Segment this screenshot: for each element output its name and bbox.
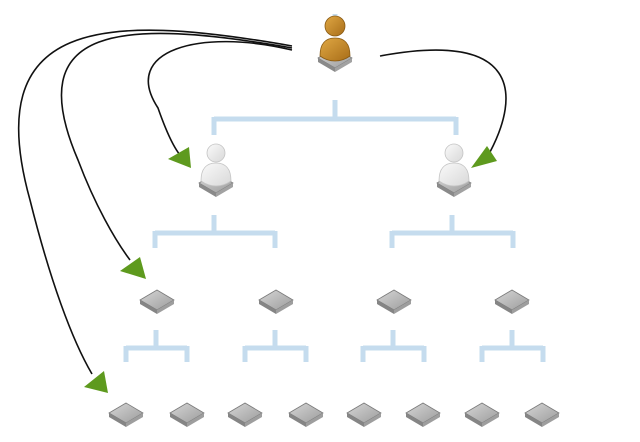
person-on-device-icon xyxy=(317,15,353,72)
device-icon xyxy=(405,402,441,427)
device-icon xyxy=(346,402,382,427)
connector-leaf-group-2 xyxy=(242,330,309,362)
device-icon xyxy=(227,402,263,427)
arrow-to-level1-right xyxy=(379,49,507,153)
arrowhead-level1-left xyxy=(168,147,191,168)
device-icon xyxy=(464,402,500,427)
connector-right-children xyxy=(389,215,516,248)
device-icon xyxy=(494,289,530,314)
tree-connectors xyxy=(123,14,546,362)
arrow-to-level2 xyxy=(60,32,293,261)
connector-leaf-group-3 xyxy=(360,330,427,362)
arrow-to-level3 xyxy=(18,29,293,375)
device-icon xyxy=(108,402,144,427)
device-icon xyxy=(139,289,175,314)
device-icon xyxy=(524,402,560,427)
arrowhead-level2 xyxy=(120,257,146,279)
level1-node-left xyxy=(198,143,234,197)
level1-node-right xyxy=(436,143,472,197)
arrows xyxy=(18,29,507,375)
person-on-device-icon xyxy=(198,143,234,197)
connector-leaf-group-1 xyxy=(123,330,190,362)
arrowhead-level3 xyxy=(84,371,108,393)
connector-left-children xyxy=(152,215,278,248)
connector-root-children xyxy=(211,100,459,135)
root-node xyxy=(317,15,353,72)
device-icon xyxy=(376,289,412,314)
level3-nodes xyxy=(108,402,560,427)
device-icon xyxy=(288,402,324,427)
device-icon xyxy=(258,289,294,314)
arrowheads xyxy=(84,146,497,393)
level2-nodes xyxy=(139,289,530,314)
arrowhead-level1-right xyxy=(471,146,497,168)
device-icon xyxy=(169,402,205,427)
person-on-device-icon xyxy=(436,143,472,197)
arrow-to-level1-left xyxy=(147,40,293,156)
connector-leaf-group-4 xyxy=(479,330,546,362)
